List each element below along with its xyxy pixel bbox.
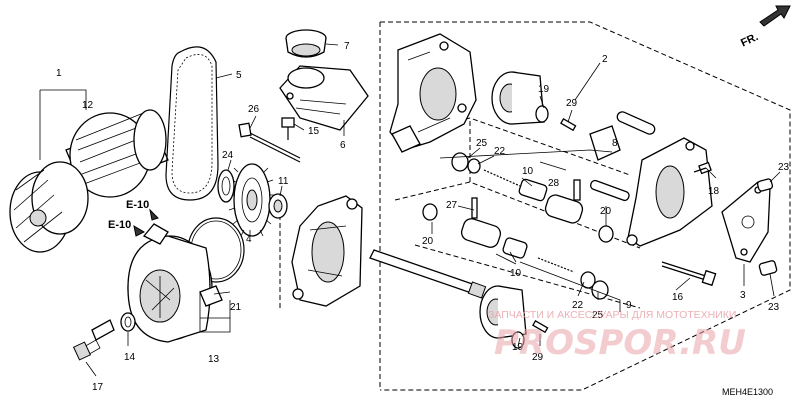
bolt-16: [661, 261, 717, 287]
callout-29: 29: [566, 98, 578, 109]
filter-cap: [9, 161, 89, 253]
callout-14: 14: [124, 352, 136, 363]
callout-28: 28: [548, 178, 560, 189]
callout-23: 23: [778, 162, 790, 173]
o-ring-14: [120, 312, 136, 332]
pump-cover-left: [291, 195, 363, 307]
callout-9: 9: [626, 300, 632, 311]
collar-11: [268, 193, 288, 219]
bolt-15: [281, 117, 295, 140]
pump-rotor-lower: [479, 285, 527, 339]
callout-26: 26: [248, 104, 260, 115]
callout-numbers: 1 12 5 26 15 7 6 2 19 29 25 22 8 10 28 2…: [56, 41, 790, 393]
callout-15: 15: [308, 126, 320, 137]
callout-25: 25: [592, 310, 604, 321]
oil-strainer: [279, 65, 369, 131]
callout-3: 3: [740, 290, 746, 301]
callout-2: 2: [602, 54, 608, 65]
diagram-code: MEH4E1300: [722, 387, 773, 397]
callout-7: 7: [344, 41, 350, 52]
engine-ref-label: E-10: [126, 199, 149, 211]
callout-10: 10: [522, 166, 534, 177]
callout-29: 29: [532, 352, 544, 363]
engine-ref-arrow: [133, 224, 146, 237]
pump-body: [389, 33, 477, 153]
strainer-seal: [285, 29, 327, 58]
dowel-pin: [532, 118, 577, 334]
oil-cooler-housing: [127, 223, 223, 343]
callout-19: 19: [538, 84, 550, 95]
watermark-caption: ЗАПЧАСТИ И АКСЕССУАРЫ ДЛЯ МОТОТЕХНИКИ: [488, 309, 736, 321]
callout-6: 6: [340, 140, 346, 151]
callout-23: 23: [768, 302, 780, 313]
cooler-bolt: [72, 319, 115, 361]
callout-24: 24: [222, 150, 234, 161]
sprocket: [228, 163, 276, 237]
watermark-brand: PROSPOR.RU: [494, 323, 746, 363]
callout-25: 25: [476, 138, 488, 149]
front-direction-label: FR.: [739, 31, 760, 49]
callout-13: 13: [208, 354, 220, 365]
callout-12: 12: [82, 100, 94, 111]
rotor-ring: [511, 105, 549, 349]
front-direction-arrow: [759, 5, 791, 27]
callout-20: 20: [600, 206, 612, 217]
bolt-18: [693, 161, 712, 175]
engine-ref-arrow: [149, 208, 159, 221]
callout-4: 4: [246, 234, 252, 245]
pump-cover-right: [626, 137, 713, 247]
callout-20: 20: [422, 236, 434, 247]
washer-24: [217, 169, 235, 203]
relief-valve-upper: [422, 152, 614, 243]
callout-5: 5: [236, 70, 242, 81]
pump-rotor-upper: [491, 71, 545, 125]
drive-chain: [165, 46, 219, 201]
callout-11: 11: [278, 176, 289, 187]
bolt-26: [238, 122, 301, 163]
leader-lines: [39, 43, 781, 377]
callout-8: 8: [612, 138, 618, 149]
callout-17: 17: [92, 382, 104, 393]
callout-22: 22: [494, 146, 506, 157]
callout-16: 16: [672, 292, 684, 303]
callout-1: 1: [56, 68, 62, 79]
oil-pipe: [589, 111, 656, 202]
engine-ref-label: E-10: [108, 219, 131, 231]
callout-19: 19: [512, 342, 524, 353]
callout-22: 22: [572, 300, 584, 311]
callout-10: 10: [510, 268, 522, 279]
callout-27: 27: [446, 200, 458, 211]
pump-shaft: [369, 249, 487, 299]
collar-23: [756, 178, 778, 276]
callout-21: 21: [230, 302, 242, 313]
watermark: ЗАПЧАСТИ И АКСЕССУАРЫ ДЛЯ МОТОТЕХНИКИ PR…: [488, 309, 746, 363]
relief-valve-lower: [460, 197, 609, 300]
gasket-plate: [721, 181, 771, 263]
callout-18: 18: [708, 186, 720, 197]
